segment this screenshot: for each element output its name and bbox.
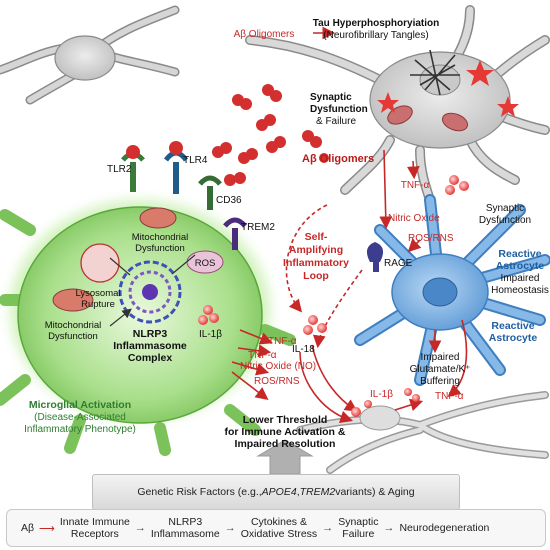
lysosome-l1: Lysosomal: [75, 288, 120, 299]
loop-l4: Loop: [303, 270, 329, 282]
tau-title: Tau Hyperphosphoryiation: [313, 18, 440, 29]
threshold-arrow: [256, 439, 314, 475]
synaptic-line3: & Failure: [316, 116, 356, 127]
synaptic-line1: Synaptic: [310, 92, 352, 103]
tlr2-label: TLR2: [107, 164, 132, 175]
neuron-top-right: [245, 5, 550, 205]
impaired-homeostasis-l1: Impaired: [501, 273, 540, 284]
abeta-oligomers-mid-label: Aβ Oligomers: [302, 153, 374, 165]
synaptic-dysfunction-right-l1: Synaptic: [486, 203, 524, 214]
tau-subtitle: (Neurofibrillary Tangles): [323, 30, 428, 41]
pathway-arrows: [231, 26, 468, 424]
tnf-top-label: TNF-α: [401, 180, 430, 191]
receptor-cd36: [198, 175, 222, 210]
microglia-title: Microglial Activation: [29, 399, 131, 411]
abeta-oligomers-top-label: Aβ Oligomers: [234, 29, 295, 40]
lower-threshold-l2: for Immune Activation &: [225, 426, 346, 438]
lysosome-l2: Rupture: [81, 299, 115, 310]
nlrp3-complex: [109, 254, 196, 327]
lower-threshold-l1: Lower Threshold: [243, 414, 328, 426]
output-ros-label: ROS/RNS: [254, 376, 300, 387]
astrocyte: [354, 194, 550, 386]
mitochondrion-top: [139, 207, 177, 229]
glutamate-l2: Glutamate/K⁺: [410, 364, 471, 375]
mito-top-l2: Dysfunction: [135, 243, 185, 254]
cytokine-particles: [303, 175, 469, 417]
nlrp3-l3: Complex: [128, 352, 173, 364]
reactive-astrocyte-b-l1: Reactive: [491, 320, 534, 332]
output-tnf-label: TNF-α: [268, 336, 297, 347]
lower-threshold-l3: Impaired Resolution: [235, 438, 336, 450]
text-labels: Aβ Oligomers Tau Hyperphosphoryiation (N…: [24, 18, 549, 450]
microglia-sub2: Inflammatory Phenotype): [24, 424, 136, 435]
loop-l2: Amplifying: [289, 244, 343, 256]
glutamate-l3: Buffering: [420, 376, 460, 387]
mito-top-l1: Mitochondrial: [132, 232, 189, 243]
impaired-homeostasis-l2: Homeostasis: [491, 285, 549, 296]
abeta-oligomer-clusters: [212, 84, 329, 186]
neuron-bottom-right: [296, 391, 549, 474]
mito-bottom-l2: Dysfunction: [48, 331, 98, 342]
reactive-astrocyte-b-l2: Astrocyte: [489, 332, 538, 344]
lysosome: [80, 243, 120, 283]
loop-l1: Self-: [305, 231, 328, 243]
il1b-microglia-label: IL-1β: [199, 329, 222, 340]
synaptic-line2: Dysfunction: [310, 104, 368, 115]
tlr4-label: TLR4: [183, 155, 208, 166]
neuron-top-left: [0, 5, 180, 105]
tnf-right-label: TNF-α: [435, 391, 464, 402]
nlrp3-l1: NLRP3: [133, 328, 168, 340]
mitochondrion-bottom: [52, 288, 94, 312]
nlrp3-l2: Inflammasome: [113, 340, 187, 352]
receptor-tlr2: [121, 145, 145, 192]
rage-label: RAGE: [384, 258, 413, 269]
cd36-label: CD36: [216, 195, 242, 206]
il1b-right-label: IL-1β: [370, 389, 393, 400]
synaptic-dysfunction-right-l2: Dysfunction: [479, 215, 531, 226]
nitric-oxide-right-label: Nitric Oxide: [388, 213, 440, 224]
reactive-astrocyte-a-l1: Reactive: [498, 248, 541, 260]
il1b-particles-microglia: [198, 305, 219, 325]
ros-label: ROS: [195, 258, 216, 269]
receptor-tlr4: [163, 141, 189, 194]
il18-label: IL-18: [292, 344, 315, 355]
output-no-label: Nitric Oxide (NO): [240, 361, 316, 372]
microglia-sub1: (Disease-Associated: [34, 412, 126, 423]
loop-l3: Inflammatory: [283, 257, 349, 269]
output-tnf2-label: TNF-α: [248, 350, 277, 361]
receptor-trem2: [223, 217, 247, 250]
glutamate-l1: Impaired: [421, 352, 460, 363]
trem2-label: TREM2: [241, 222, 275, 233]
ros-rns-right-label: ROS/RNS: [408, 233, 454, 244]
reactive-astrocyte-a-l2: Astrocyte: [496, 260, 545, 272]
mito-bottom-l1: Mitochondrial: [45, 320, 102, 331]
